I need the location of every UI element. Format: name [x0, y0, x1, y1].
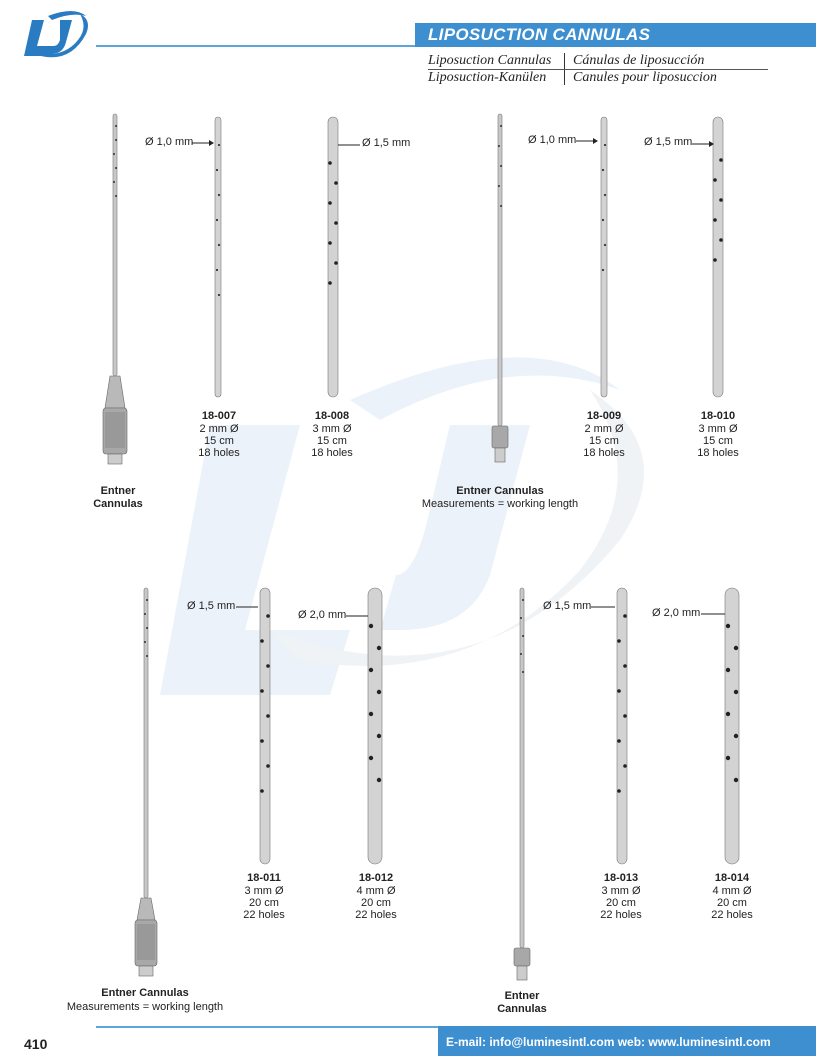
holes-18-008: 18 holes — [311, 447, 353, 459]
len-18-007: 15 cm — [204, 435, 234, 447]
pointer-line-18-012 — [346, 615, 368, 617]
cannula-18-009 — [600, 116, 608, 398]
diam-18-008: 3 mm Ø — [312, 423, 352, 435]
cannula-18-012 — [367, 587, 383, 865]
tip-label-18-013: Ø 1,5 mm — [543, 600, 592, 612]
code-18-009: 18-009 — [586, 410, 622, 422]
diam-18-009: 2 mm Ø — [584, 423, 624, 435]
company-logo — [24, 11, 88, 58]
entner-cannula-luer-lock-long — [513, 587, 531, 981]
len-18-009: 15 cm — [589, 435, 619, 447]
caption-entner-bottom-right: Entner Cannulas — [497, 990, 547, 1015]
holes-18-011: 22 holes — [243, 909, 285, 921]
len-18-012: 20 cm — [361, 897, 391, 909]
cannula-18-013 — [616, 587, 628, 865]
pointer-arrow-18-009 — [576, 138, 598, 144]
footer-contact: E-mail: info@luminesintl.com web: www.lu… — [446, 1035, 771, 1049]
footer-bar — [438, 1026, 816, 1056]
header-title-bar — [415, 23, 816, 47]
tip-label-18-008: Ø 1,5 mm — [362, 137, 411, 149]
cannula-18-007 — [214, 116, 222, 398]
diam-18-010: 3 mm Ø — [698, 423, 738, 435]
footer-rule — [96, 1026, 438, 1028]
holes-18-007: 18 holes — [198, 447, 240, 459]
len-18-008: 15 cm — [317, 435, 347, 447]
caption-entner-left: Entner Cannulas — [93, 485, 143, 510]
pointer-line-18-013 — [591, 606, 615, 608]
holes-18-010: 18 holes — [697, 447, 739, 459]
entner-cannula-knurled-handle-long — [134, 587, 158, 977]
entner-cannula-knurled-handle — [102, 113, 128, 465]
watermark-logo — [160, 357, 644, 695]
tip-label-18-012: Ø 2,0 mm — [298, 609, 347, 621]
len-18-014: 20 cm — [717, 897, 747, 909]
note-mid: Measurements = working length — [421, 498, 579, 510]
pointer-line-18-014 — [701, 613, 725, 615]
pointer-line-18-008 — [338, 144, 360, 146]
diam-18-014: 4 mm Ø — [712, 885, 752, 897]
len-18-010: 15 cm — [703, 435, 733, 447]
diam-18-013: 3 mm Ø — [601, 885, 641, 897]
page-number: 410 — [24, 1036, 48, 1052]
caption-entner-bottom-left: Entner Cannulas — [101, 987, 189, 999]
subtitle-en: Liposuction Cannulas — [428, 53, 552, 68]
diam-18-007: 2 mm Ø — [199, 423, 239, 435]
code-18-008: 18-008 — [314, 410, 350, 422]
tip-label-18-010: Ø 1,5 mm — [644, 136, 693, 148]
holes-18-009: 18 holes — [583, 447, 625, 459]
holes-18-012: 22 holes — [355, 909, 397, 921]
tip-label-18-007: Ø 1,0 mm — [145, 136, 194, 148]
code-18-012: 18-012 — [358, 872, 394, 884]
note-bottom-left: Measurements = working length — [66, 1001, 224, 1013]
subtitle-fr: Canules pour liposuccion — [573, 70, 717, 85]
code-18-013: 18-013 — [603, 872, 639, 884]
entner-cannula-luer-lock — [491, 113, 509, 463]
subtitle-de: Liposuction-Kanülen — [428, 70, 547, 85]
cannula-18-014 — [724, 587, 740, 865]
code-18-014: 18-014 — [714, 872, 750, 884]
tip-label-18-011: Ø 1,5 mm — [187, 600, 236, 612]
diam-18-012: 4 mm Ø — [356, 885, 396, 897]
subtitle-es: Cánulas de liposucción — [573, 53, 705, 68]
cannula-18-008 — [327, 116, 339, 398]
pointer-line-18-011 — [236, 606, 258, 608]
code-18-011: 18-011 — [247, 872, 281, 884]
caption-entner-mid: Entner Cannulas — [456, 485, 544, 497]
len-18-011: 20 cm — [249, 897, 279, 909]
holes-18-013: 22 holes — [600, 909, 642, 921]
cannula-18-010 — [712, 116, 724, 398]
tip-label-18-014: Ø 2,0 mm — [652, 607, 701, 619]
code-18-010: 18-010 — [700, 410, 736, 422]
pointer-arrow-18-007 — [192, 140, 214, 146]
code-18-007: 18-007 — [201, 410, 237, 422]
subtitle-rule — [428, 69, 768, 70]
cannula-18-011 — [259, 587, 271, 865]
tip-label-18-009: Ø 1,0 mm — [528, 134, 577, 146]
holes-18-014: 22 holes — [711, 909, 753, 921]
len-18-013: 20 cm — [606, 897, 636, 909]
diam-18-011: 3 mm Ø — [244, 885, 284, 897]
page-title: LIPOSUCTION CANNULAS — [428, 25, 651, 44]
pointer-arrow-18-010 — [692, 141, 714, 147]
